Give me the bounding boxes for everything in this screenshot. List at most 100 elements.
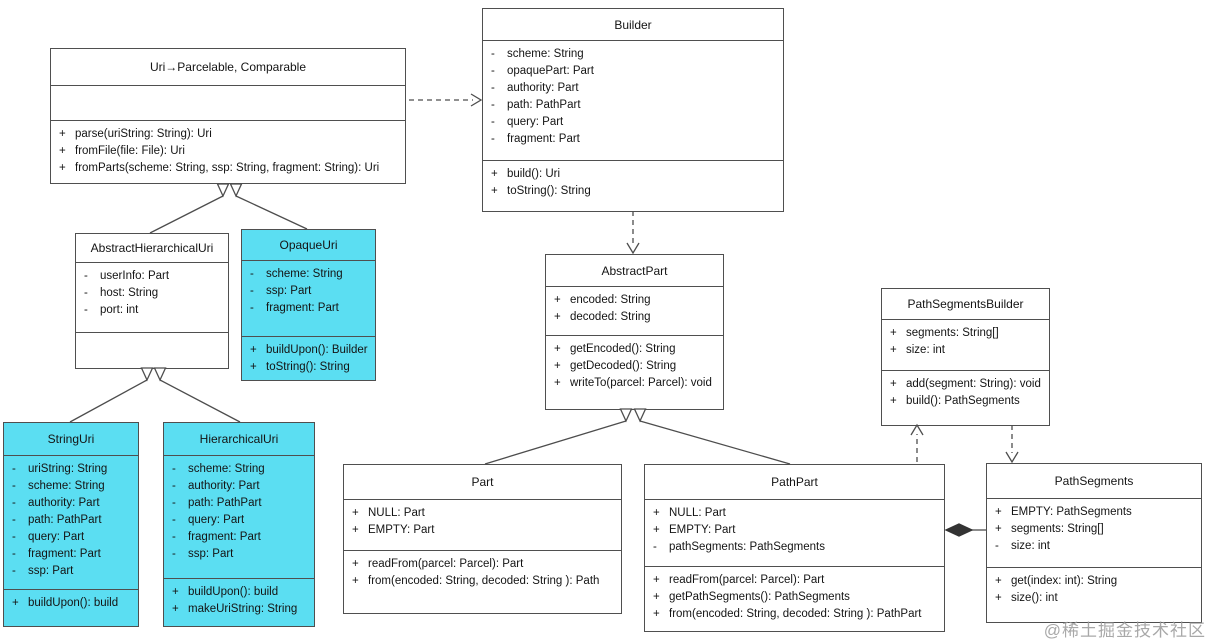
visibility-symbol: + — [352, 524, 359, 536]
visibility-symbol: + — [491, 168, 498, 180]
uml-class-hierarchicaluri[interactable]: HierarchicalUri -scheme: String-authorit… — [163, 422, 315, 627]
uml-class-pathpart[interactable]: PathPart +NULL: Part+EMPTY: Part-pathSeg… — [644, 464, 945, 632]
uml-member: -scheme: String — [483, 46, 783, 63]
member-text: size(): int — [1011, 592, 1058, 604]
visibility-symbol: - — [12, 565, 16, 577]
member-text: fromParts(scheme: String, ssp: String, f… — [75, 162, 380, 174]
uml-member: -scheme: String — [4, 478, 138, 495]
visibility-symbol: + — [653, 591, 660, 603]
uml-class-stringuri[interactable]: StringUri -uriString: String-scheme: Str… — [3, 422, 139, 627]
visibility-symbol: + — [172, 586, 179, 598]
uml-member: -query: Part — [483, 114, 783, 131]
member-text: path: PathPart — [188, 497, 262, 509]
uml-class-uri[interactable]: Uri→Parcelable, Comparable +parse(uriStr… — [50, 48, 406, 184]
visibility-symbol: - — [491, 48, 495, 60]
uml-class-name: Builder — [614, 17, 652, 32]
visibility-symbol: - — [491, 65, 495, 77]
uml-member: +readFrom(parcel: Parcel): Part — [645, 572, 944, 589]
uml-member: -authority: Part — [483, 80, 783, 97]
member-text: makeUriString: String — [188, 603, 298, 615]
uml-member: +NULL: Part — [645, 505, 944, 522]
member-text: get(index: int): String — [1011, 575, 1118, 587]
member-text: authority: Part — [507, 82, 579, 94]
member-text: fragment: Part — [507, 133, 580, 145]
uml-class-pathsegments[interactable]: PathSegments +EMPTY: PathSegments+segmen… — [986, 463, 1202, 623]
member-text: userInfo: Part — [100, 270, 170, 282]
member-text: from(encoded: String, decoded: String ):… — [669, 608, 922, 620]
member-text: EMPTY: Part — [368, 524, 435, 536]
uml-member: -scheme: String — [164, 461, 314, 478]
uml-member: +toString(): String — [242, 359, 375, 376]
visibility-symbol: + — [554, 360, 561, 372]
uml-member: +NULL: Part — [344, 505, 621, 522]
member-text: scheme: String — [266, 268, 343, 280]
member-text: query: Part — [507, 116, 564, 128]
member-text: uriString: String — [28, 463, 108, 475]
visibility-symbol: + — [554, 294, 561, 306]
member-text: host: String — [100, 287, 159, 299]
member-text: scheme: String — [507, 48, 584, 60]
member-text: fromFile(file: File): Uri — [75, 145, 185, 157]
generalization-opaqueuri-to-uri — [229, 183, 308, 230]
visibility-symbol: - — [172, 463, 176, 475]
visibility-symbol: + — [653, 574, 660, 586]
uml-class-name: StringUri — [47, 432, 95, 446]
visibility-symbol: - — [84, 270, 88, 282]
visibility-symbol: + — [250, 344, 257, 356]
visibility-symbol: + — [890, 378, 897, 390]
visibility-symbol: - — [84, 287, 88, 299]
member-text: segments: String[] — [906, 327, 999, 339]
visibility-symbol: + — [491, 185, 498, 197]
visibility-symbol: - — [84, 304, 88, 316]
uml-methods-compartment: +readFrom(parcel: Parcel): Part+getPathS… — [645, 566, 944, 631]
uml-class-abstracthierarchicaluri[interactable]: AbstractHierarchicalUri -userInfo: Part-… — [75, 233, 229, 369]
visibility-symbol: - — [172, 531, 176, 543]
uml-attributes-compartment: +segments: String[]+size: int — [882, 319, 1049, 370]
member-text: size: int — [906, 344, 945, 356]
member-text: getDecoded(): String — [570, 360, 677, 372]
uml-methods-compartment: +get(index: int): String+size(): int — [987, 567, 1201, 622]
visibility-symbol: - — [250, 268, 254, 280]
uml-class-name: OpaqueUri — [279, 238, 338, 252]
uml-class-pathsegmentsbuilder[interactable]: PathSegmentsBuilder +segments: String[]+… — [881, 288, 1050, 426]
generalization-stringuri-to-abstracthierarchicaluri — [69, 367, 154, 423]
uml-class-abstractpart[interactable]: AbstractPart +encoded: String+decoded: S… — [545, 254, 724, 410]
uml-member: + EMPTY: Part — [344, 522, 621, 539]
visibility-symbol: - — [250, 302, 254, 314]
member-text: toString(): String — [507, 185, 591, 197]
uml-member: +EMPTY: Part — [645, 522, 944, 539]
uml-member: +readFrom(parcel: Parcel): Part — [344, 556, 621, 573]
uml-methods-compartment: +buildUpon(): Builder+toString(): String — [242, 336, 375, 380]
uml-member: +buildUpon(): build — [164, 584, 314, 601]
uml-member: +size(): int — [987, 590, 1201, 607]
visibility-symbol: + — [554, 377, 561, 389]
visibility-symbol: - — [172, 497, 176, 509]
uml-attributes-compartment: +EMPTY: PathSegments+segments: String[]-… — [987, 498, 1201, 567]
uml-class-builder[interactable]: Builder -scheme: String-opaquePart: Part… — [482, 8, 784, 212]
uml-attributes-compartment: +NULL: Part + EMPTY: Part — [344, 499, 621, 550]
member-text: readFrom(parcel: Parcel): Part — [368, 558, 524, 570]
uml-attributes-compartment: -userInfo: Part-host: String-port: int — [76, 262, 228, 332]
uml-member: -authority: Part — [4, 495, 138, 512]
visibility-symbol: - — [172, 514, 176, 526]
visibility-symbol: + — [890, 395, 897, 407]
member-text: pathSegments: PathSegments — [669, 541, 825, 553]
dependency-builder-to-abstractpart — [626, 211, 640, 255]
watermark: @稀土掘金技术社区 — [1043, 621, 1206, 640]
visibility-symbol: + — [653, 524, 660, 536]
generalization-pathpart-to-abstractpart — [633, 408, 791, 465]
visibility-symbol: - — [995, 540, 999, 552]
composition-pathpart-pathsegments — [944, 523, 986, 537]
uml-member: -query: Part — [4, 529, 138, 546]
uml-attributes-compartment: +encoded: String+decoded: String — [546, 286, 723, 335]
uml-member: +segments: String[] — [882, 325, 1049, 342]
visibility-symbol: - — [491, 116, 495, 128]
uml-member: -userInfo: Part — [76, 268, 228, 285]
uml-member: -opaquePart: Part — [483, 63, 783, 80]
uml-class-part[interactable]: Part +NULL: Part+EMPTY: Part +readFrom(p… — [343, 464, 622, 614]
visibility-symbol: - — [12, 480, 16, 492]
uml-class-opaqueuri[interactable]: OpaqueUri -scheme: String-ssp: Part-frag… — [241, 229, 376, 381]
uml-member: -query: Part — [164, 512, 314, 529]
member-text: authority: Part — [188, 480, 260, 492]
uml-member: + toString(): String — [483, 183, 783, 200]
